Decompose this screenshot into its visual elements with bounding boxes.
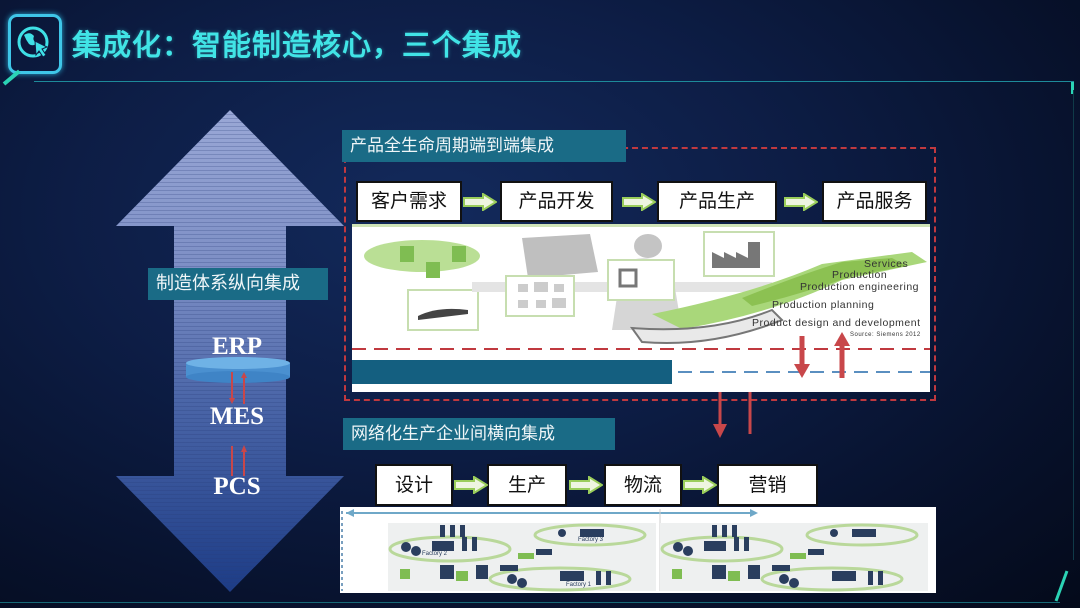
source-note: Source: Siemens 2012 <box>850 332 921 338</box>
layer-erp: ERP <box>212 333 262 360</box>
page-title: 集成化：智能制造核心，三个集成 <box>72 28 523 62</box>
step-production: 生产 <box>487 464 567 506</box>
phase-production: Production <box>832 269 888 281</box>
frame-corner-top-right <box>1071 82 1074 94</box>
vertical-double-arrow-icon <box>116 110 344 592</box>
phase-production-planning: Production planning <box>772 299 875 311</box>
horizontal-integration-label: 网络化生产企业间横向集成 <box>343 418 615 450</box>
green-arrow-icon <box>569 476 603 494</box>
factory-label-1: Factory 1 <box>566 582 592 588</box>
factory-network-graphic <box>341 509 930 593</box>
phase-services: Services <box>864 258 909 270</box>
green-arrow-icon <box>683 476 717 494</box>
step-product-service: 产品服务 <box>822 181 927 222</box>
lifecycle-illustration-graphic <box>352 224 930 384</box>
frame-bottom-line <box>0 602 1060 603</box>
step-design: 设计 <box>375 464 453 506</box>
factory-network-illustration: Factory 1 Factory 2 Factory 3 <box>340 507 936 593</box>
step-product-development: 产品开发 <box>500 181 613 222</box>
step-product-production: 产品生产 <box>657 181 777 222</box>
step-customer-demand: 客户需求 <box>356 181 462 222</box>
frame-right-line <box>1073 90 1074 560</box>
factory-label-3: Factory 3 <box>578 537 604 543</box>
green-arrow-icon <box>463 193 497 211</box>
phase-product-design: Product design and development <box>752 317 921 329</box>
logo-globe-cursor-icon <box>8 14 62 74</box>
lifecycle-illustration: Services Production Production engineeri… <box>352 224 930 392</box>
step-marketing: 营销 <box>717 464 818 506</box>
green-arrow-icon <box>784 193 818 211</box>
phase-production-engineering: Production engineering <box>800 281 919 293</box>
factory-label-2: Factory 2 <box>422 551 448 557</box>
vertical-integration-label: 制造体系纵向集成 <box>148 268 328 300</box>
layer-link-arrows-icon <box>229 372 247 476</box>
layer-mes: MES <box>209 403 265 430</box>
green-arrow-icon <box>454 476 488 494</box>
step-logistics: 物流 <box>604 464 682 506</box>
frame-top-line <box>34 81 1074 82</box>
erp-disk-icon <box>186 357 290 383</box>
green-arrow-icon <box>622 193 656 211</box>
layer-pcs: PCS <box>213 473 261 500</box>
lifecycle-dashed-frame <box>344 147 936 401</box>
lifecycle-integration-label: 产品全生命周期端到端集成 <box>342 130 626 162</box>
frame-corner-bottom-right <box>1054 570 1069 602</box>
panel-link-arrows-icon <box>713 392 752 438</box>
